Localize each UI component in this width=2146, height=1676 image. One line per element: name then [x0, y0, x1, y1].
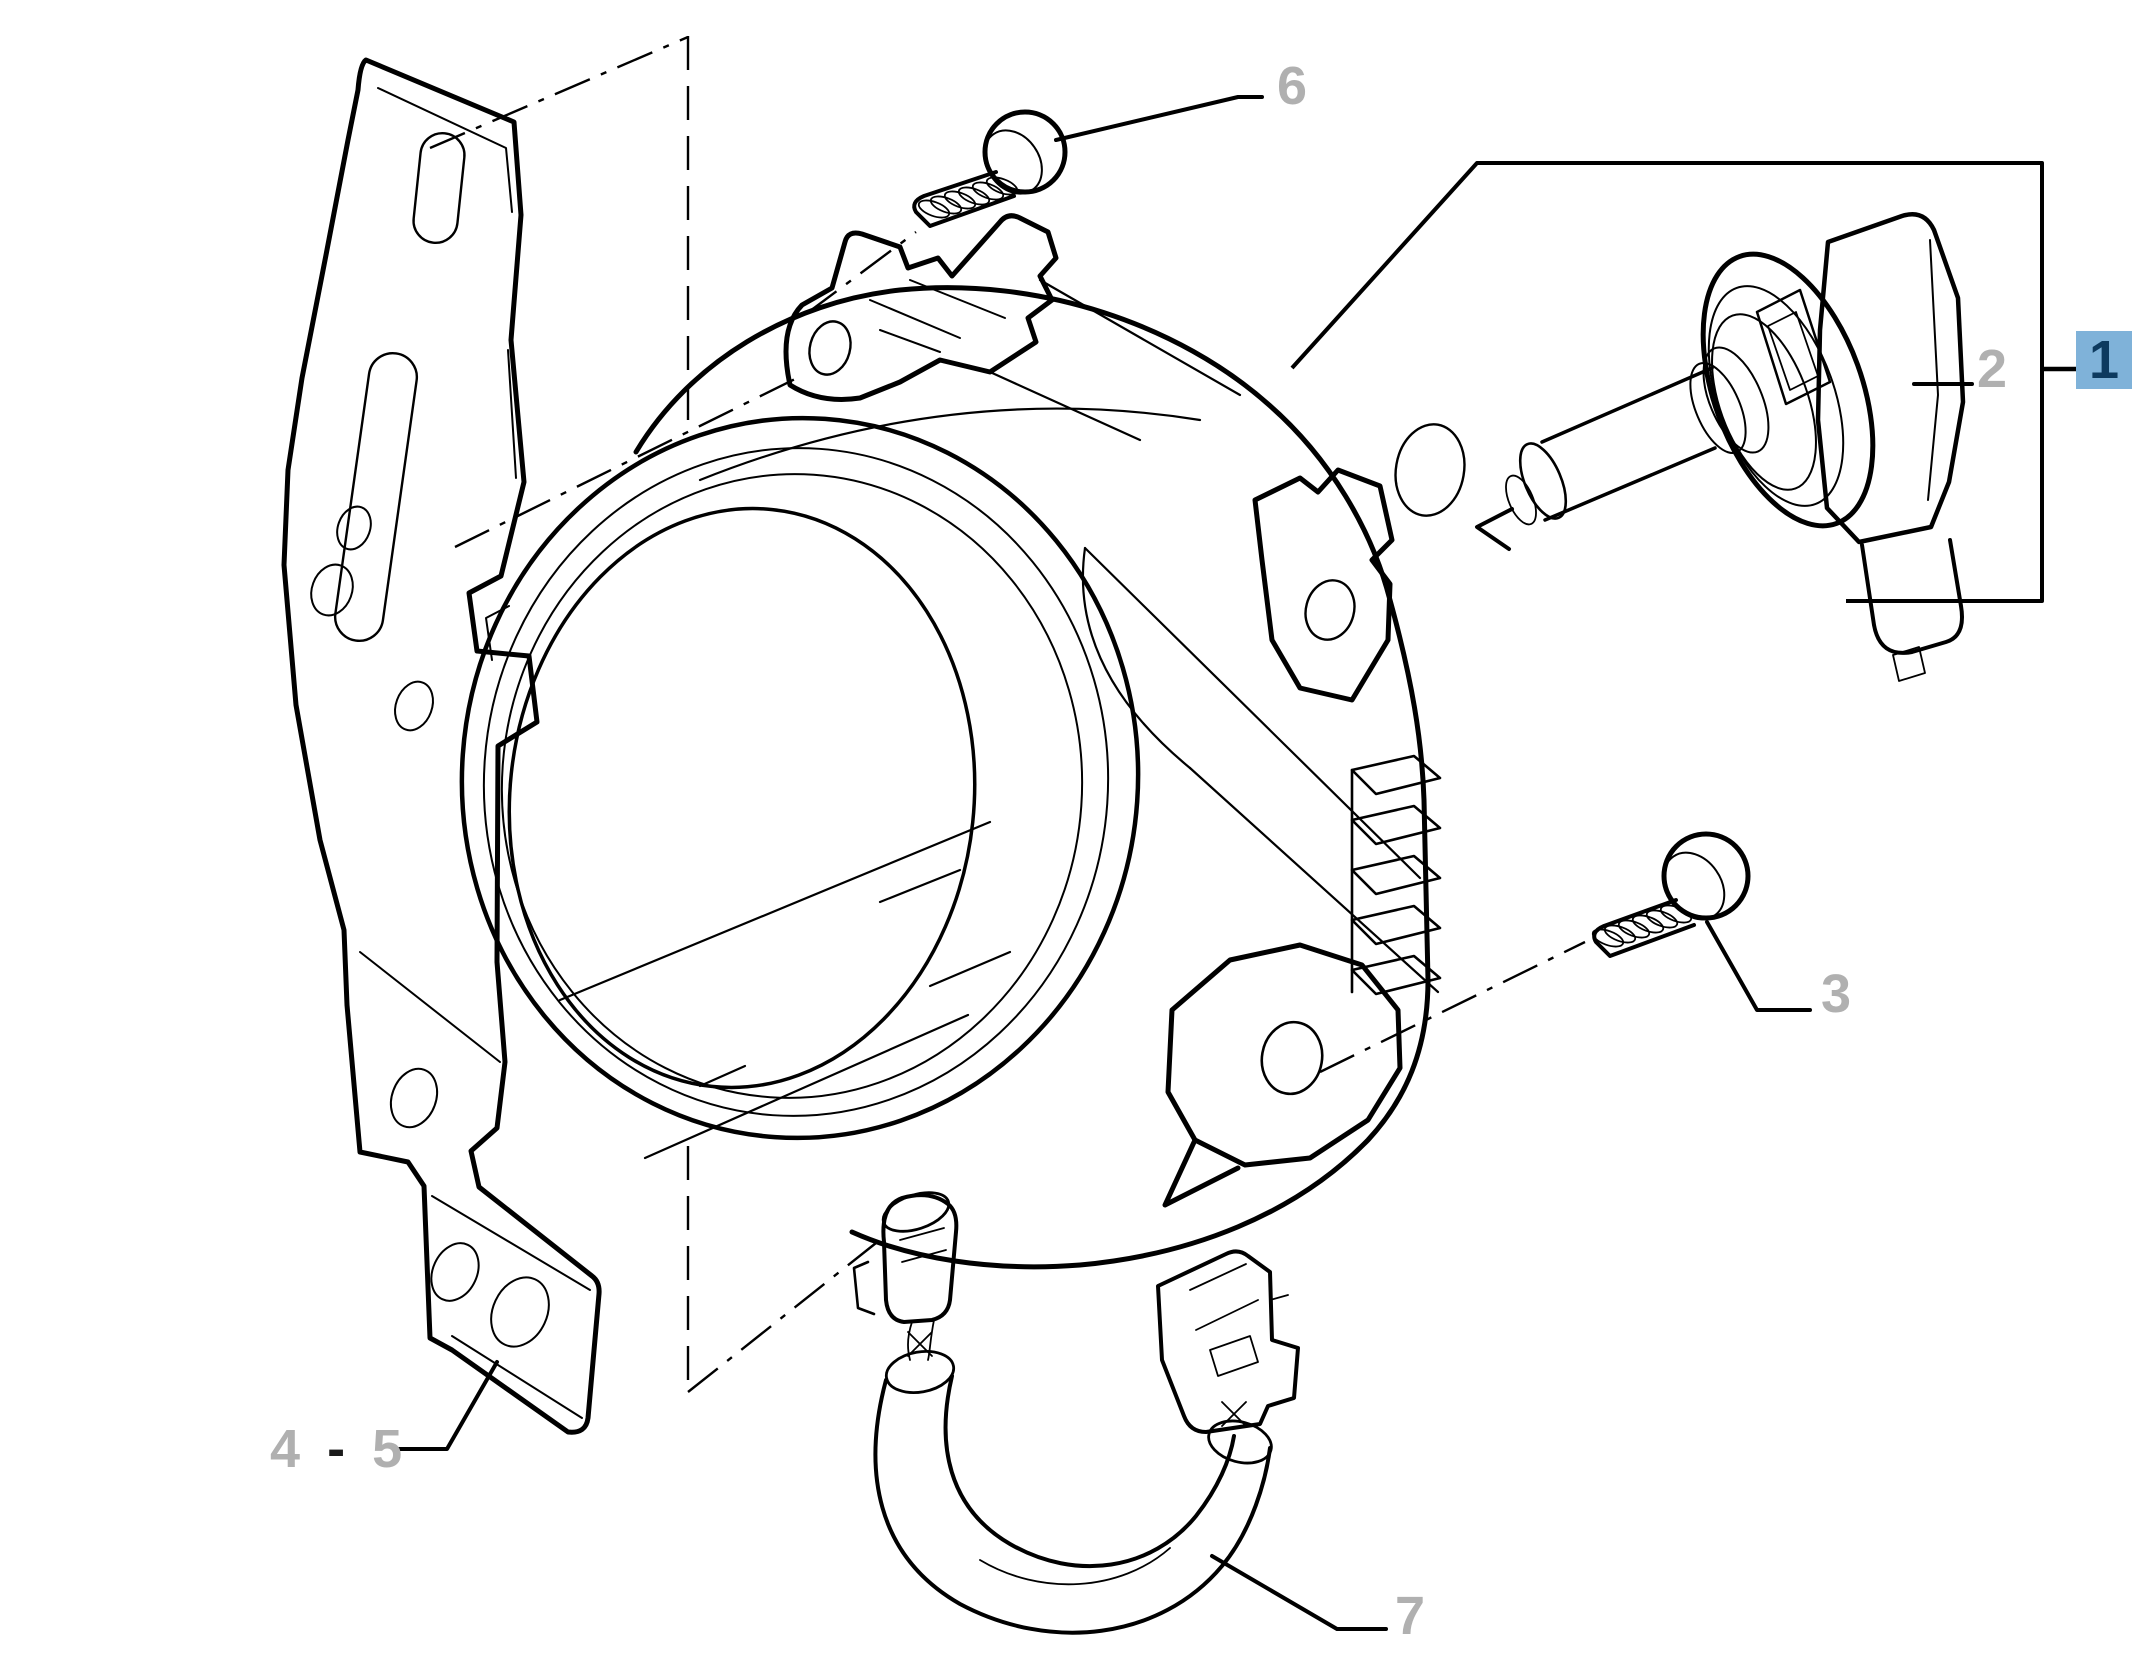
bulb-base-foot — [1860, 538, 1964, 655]
top-mount-tab-hole — [808, 320, 852, 376]
bracket-hole-2 — [310, 563, 354, 617]
reflector-line-2 — [643, 1013, 970, 1160]
bracket-plate-hole-1 — [430, 1242, 480, 1302]
dashdot-mid-diagonal — [454, 377, 796, 549]
connector-right-detail — [1189, 1263, 1289, 1331]
item-1-label[interactable]: 1 — [2089, 330, 2119, 390]
bulb-flange-outer — [1700, 251, 1876, 529]
bracket-plate-edge-top — [431, 1195, 591, 1291]
housing-seam — [698, 407, 1202, 482]
connector-right-wires — [1209, 1335, 1259, 1427]
bracket-long-slot — [333, 351, 419, 643]
top-tab-hatch — [869, 279, 1006, 353]
bracket-top-fold — [377, 87, 513, 213]
bulb — [1475, 212, 1966, 682]
bracket-upper-slot — [412, 131, 466, 245]
bracket-hole-1 — [336, 505, 372, 551]
bulb-tip — [1475, 507, 1514, 551]
bracket-pad-edge — [359, 951, 501, 1063]
bulb-glass-end — [1518, 442, 1568, 520]
screw6-head-face — [983, 129, 1043, 195]
bottom-mount-tab — [1165, 942, 1403, 1168]
screw6-axis-line — [805, 231, 917, 315]
top-tab-arm — [988, 278, 1242, 442]
cable-end-right — [1207, 1419, 1273, 1465]
connector-right-body — [1156, 1249, 1300, 1434]
bracket-right-fold — [507, 349, 517, 479]
bracket-plate-hole-2 — [490, 1276, 550, 1348]
bracket-outline — [281, 57, 602, 1435]
screw3-shank — [1592, 898, 1696, 958]
screw3-axis-line — [1319, 940, 1586, 1074]
top-mount-tab — [783, 213, 1059, 402]
item-2-label: 2 — [1977, 339, 2007, 399]
lens-opening — [507, 506, 977, 1090]
dashdot-bottom-diagonal — [687, 1242, 877, 1393]
leader-line-4-5 — [392, 1360, 499, 1451]
reflector-line-1 — [558, 820, 992, 1002]
leader-line-6 — [1054, 95, 1264, 142]
cable-outer-edge — [873, 1378, 1272, 1635]
connector-left-detail — [899, 1227, 947, 1263]
item-6-label: 6 — [1277, 56, 1307, 116]
housing-plane-edge-2 — [1188, 766, 1440, 994]
bulb-socket-boss — [1394, 423, 1466, 517]
bottom-tab-fin — [1162, 1137, 1241, 1208]
item-1-badge[interactable] — [2076, 331, 2132, 389]
cable-highlight — [979, 1547, 1171, 1586]
item-4-label: 4 — [270, 1419, 300, 1479]
bracket-hole-3 — [394, 680, 434, 732]
screw3-head — [1661, 831, 1751, 921]
item-4-5-label: 4 - 5 — [270, 1419, 402, 1479]
connector-left-tab — [852, 1260, 876, 1316]
construction-lines — [429, 35, 1586, 1393]
bulb-ring-2 — [1702, 346, 1770, 454]
cable-end-left — [884, 1350, 956, 1394]
reflector-line-5 — [698, 1064, 747, 1088]
connector-left-body — [881, 1193, 959, 1324]
item-3-label: 3 — [1821, 964, 1851, 1024]
fog-lamp — [459, 213, 1466, 1270]
leader-lines — [392, 95, 1974, 1631]
reflector-line-3 — [878, 868, 962, 904]
bottom-mount-tab-hole — [1260, 1020, 1324, 1096]
housing-plane-edge-1 — [1083, 546, 1422, 880]
bulb-glass-cylinder — [1540, 366, 1717, 522]
bulb-key-window — [1755, 288, 1832, 406]
item-5-label: 5 — [372, 1419, 402, 1479]
cable-inner-edge — [943, 1374, 1236, 1569]
screw6-head — [982, 109, 1068, 195]
connector-left-wires — [907, 1319, 935, 1361]
leader-line-3 — [1705, 920, 1812, 1012]
bezel-ring-3 — [500, 473, 1084, 1099]
right-upper-tab — [1252, 467, 1395, 703]
bracket-pad-hole — [389, 1067, 439, 1129]
bulb-flange-inner-2 — [1711, 313, 1817, 491]
callout-item-1: 1 — [1290, 161, 2132, 603]
screw-3 — [1591, 831, 1751, 958]
screw3-threads — [1591, 904, 1693, 948]
reflector-line-4 — [928, 950, 1012, 988]
bulb-foot-notch — [1892, 646, 1926, 682]
screw6-threads — [917, 176, 1019, 219]
screw6-shank — [912, 170, 1016, 228]
bracket-plate-edge-bottom — [451, 1335, 583, 1419]
screw3-head-face — [1662, 851, 1726, 921]
item-7-label: 7 — [1395, 1586, 1425, 1646]
housing-outline — [633, 285, 1431, 1270]
dashdot-top-diagonal — [429, 35, 689, 150]
bezel-outer-ring — [459, 415, 1141, 1141]
leader-line-7 — [1210, 1554, 1388, 1631]
bulb-glass-neck — [1505, 474, 1537, 526]
mounting-bracket — [281, 57, 602, 1435]
bezel-ring-2 — [482, 447, 1110, 1117]
wiring-harness — [852, 1191, 1300, 1635]
housing-ribs — [1350, 754, 1442, 996]
item-4-5-separator: - — [327, 1419, 345, 1479]
screw-6 — [912, 109, 1068, 228]
right-upper-tab-hole — [1304, 579, 1356, 641]
bulb-base-block — [1815, 212, 1966, 545]
bulb-base-edge — [1927, 239, 1939, 501]
callout-bracket-line — [1290, 161, 2044, 603]
